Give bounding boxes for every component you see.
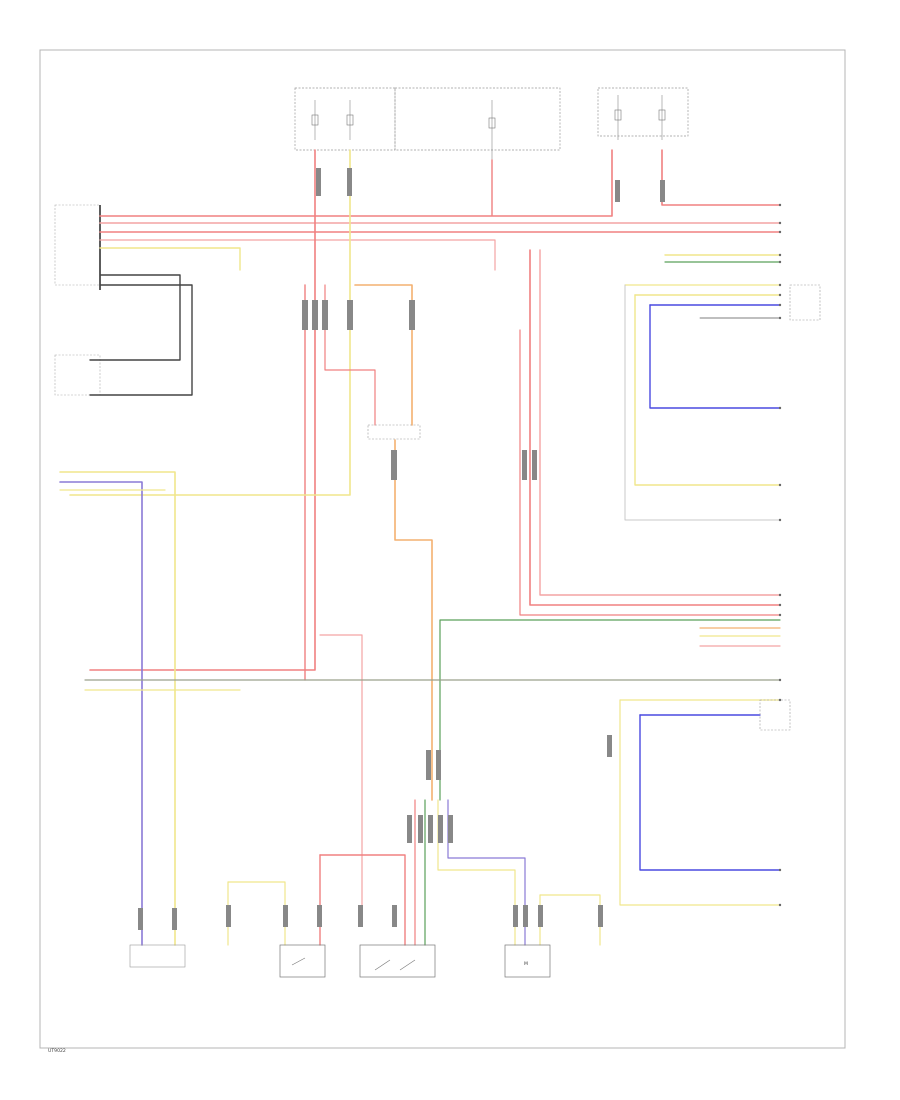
fuse-relay-box-right xyxy=(597,87,689,140)
svg-text:M: M xyxy=(524,961,528,967)
wire-left-verticals xyxy=(59,471,176,946)
connector-blocks xyxy=(138,168,665,930)
pin-markers-right xyxy=(778,203,782,907)
diagram-frame xyxy=(39,49,846,1049)
relay-center xyxy=(367,424,421,440)
wire-horizontal-mid xyxy=(84,679,781,906)
wire-bundle-right xyxy=(439,249,781,801)
wire-right-sensors xyxy=(624,284,781,521)
fuse-box-hot-in-run xyxy=(294,87,396,151)
coolant-temp-sensor-left xyxy=(54,354,101,396)
engine-control-module-right xyxy=(759,699,791,731)
wire-black-loop xyxy=(89,274,193,396)
coolant-fan-control-module-left xyxy=(54,204,101,290)
wire-bundle-top xyxy=(99,149,781,271)
cooling-fan-relay xyxy=(359,944,436,978)
coolant-pump-relay xyxy=(279,944,326,978)
footer-code: UT9022 xyxy=(48,1048,66,1054)
fuse-box-hot-at-all-times xyxy=(394,87,561,160)
wire-center-verticals xyxy=(69,149,433,916)
coolant-shutoff-valve-left xyxy=(129,944,186,968)
coolant-shutoff-valve-center: M xyxy=(504,944,551,978)
coolant-temp-sensor-right-box xyxy=(789,284,821,321)
